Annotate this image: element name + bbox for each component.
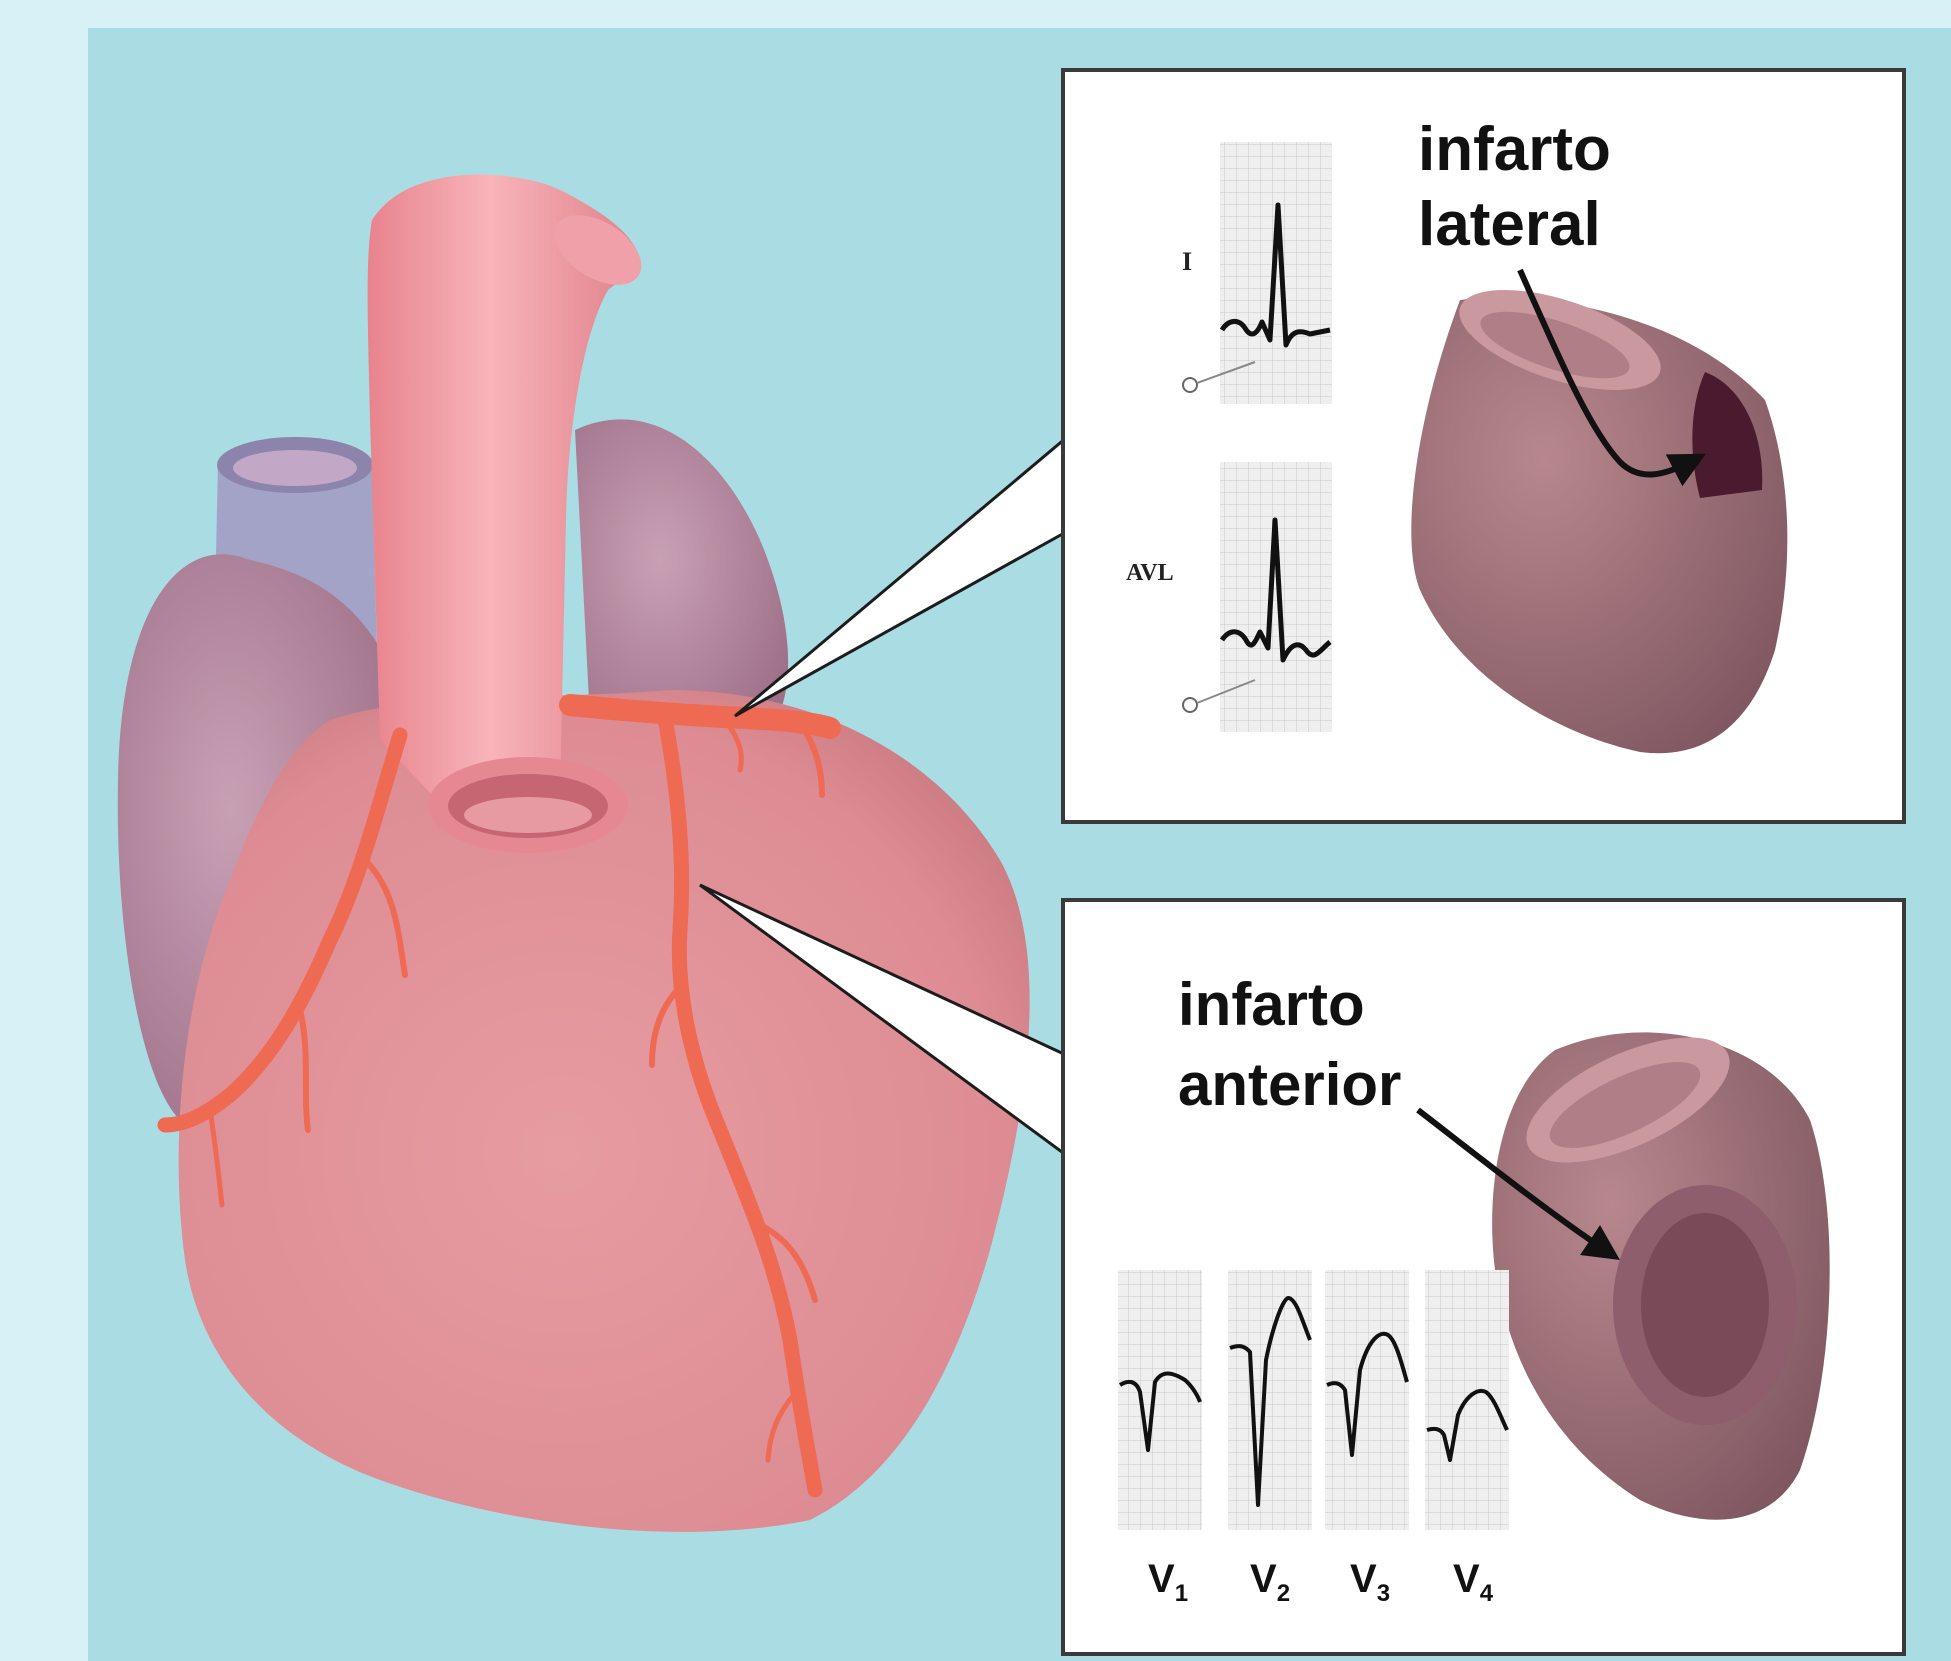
anterior-infarct-zone-inner: [1641, 1213, 1769, 1397]
anterior-panel-title-line1: infarto: [1178, 971, 1365, 1038]
lateral-panel-title-line1: infarto: [1418, 115, 1611, 184]
ecg-strip-V1: [1118, 1270, 1202, 1530]
ecg-strip-V2: [1228, 1270, 1312, 1530]
ecg-strip-V4: [1425, 1270, 1509, 1530]
anterior-infarct-panel: infarto anterior V1 V2: [1063, 900, 1904, 1654]
ecg-strip-lead-I: [1220, 142, 1332, 404]
pulmonary-trunk-opening: [428, 757, 628, 853]
lateral-panel-title-line2: lateral: [1418, 190, 1601, 259]
lead-label-I: I: [1182, 247, 1192, 276]
lead-label-aVL: AVL: [1126, 560, 1174, 586]
anterior-panel-title-line2: anterior: [1178, 1051, 1401, 1118]
ecg-strip-lead-aVL: [1220, 462, 1332, 732]
ecg-strip-V3: [1325, 1270, 1409, 1530]
lateral-infarct-panel: infarto lateral I AVL: [1063, 70, 1904, 822]
